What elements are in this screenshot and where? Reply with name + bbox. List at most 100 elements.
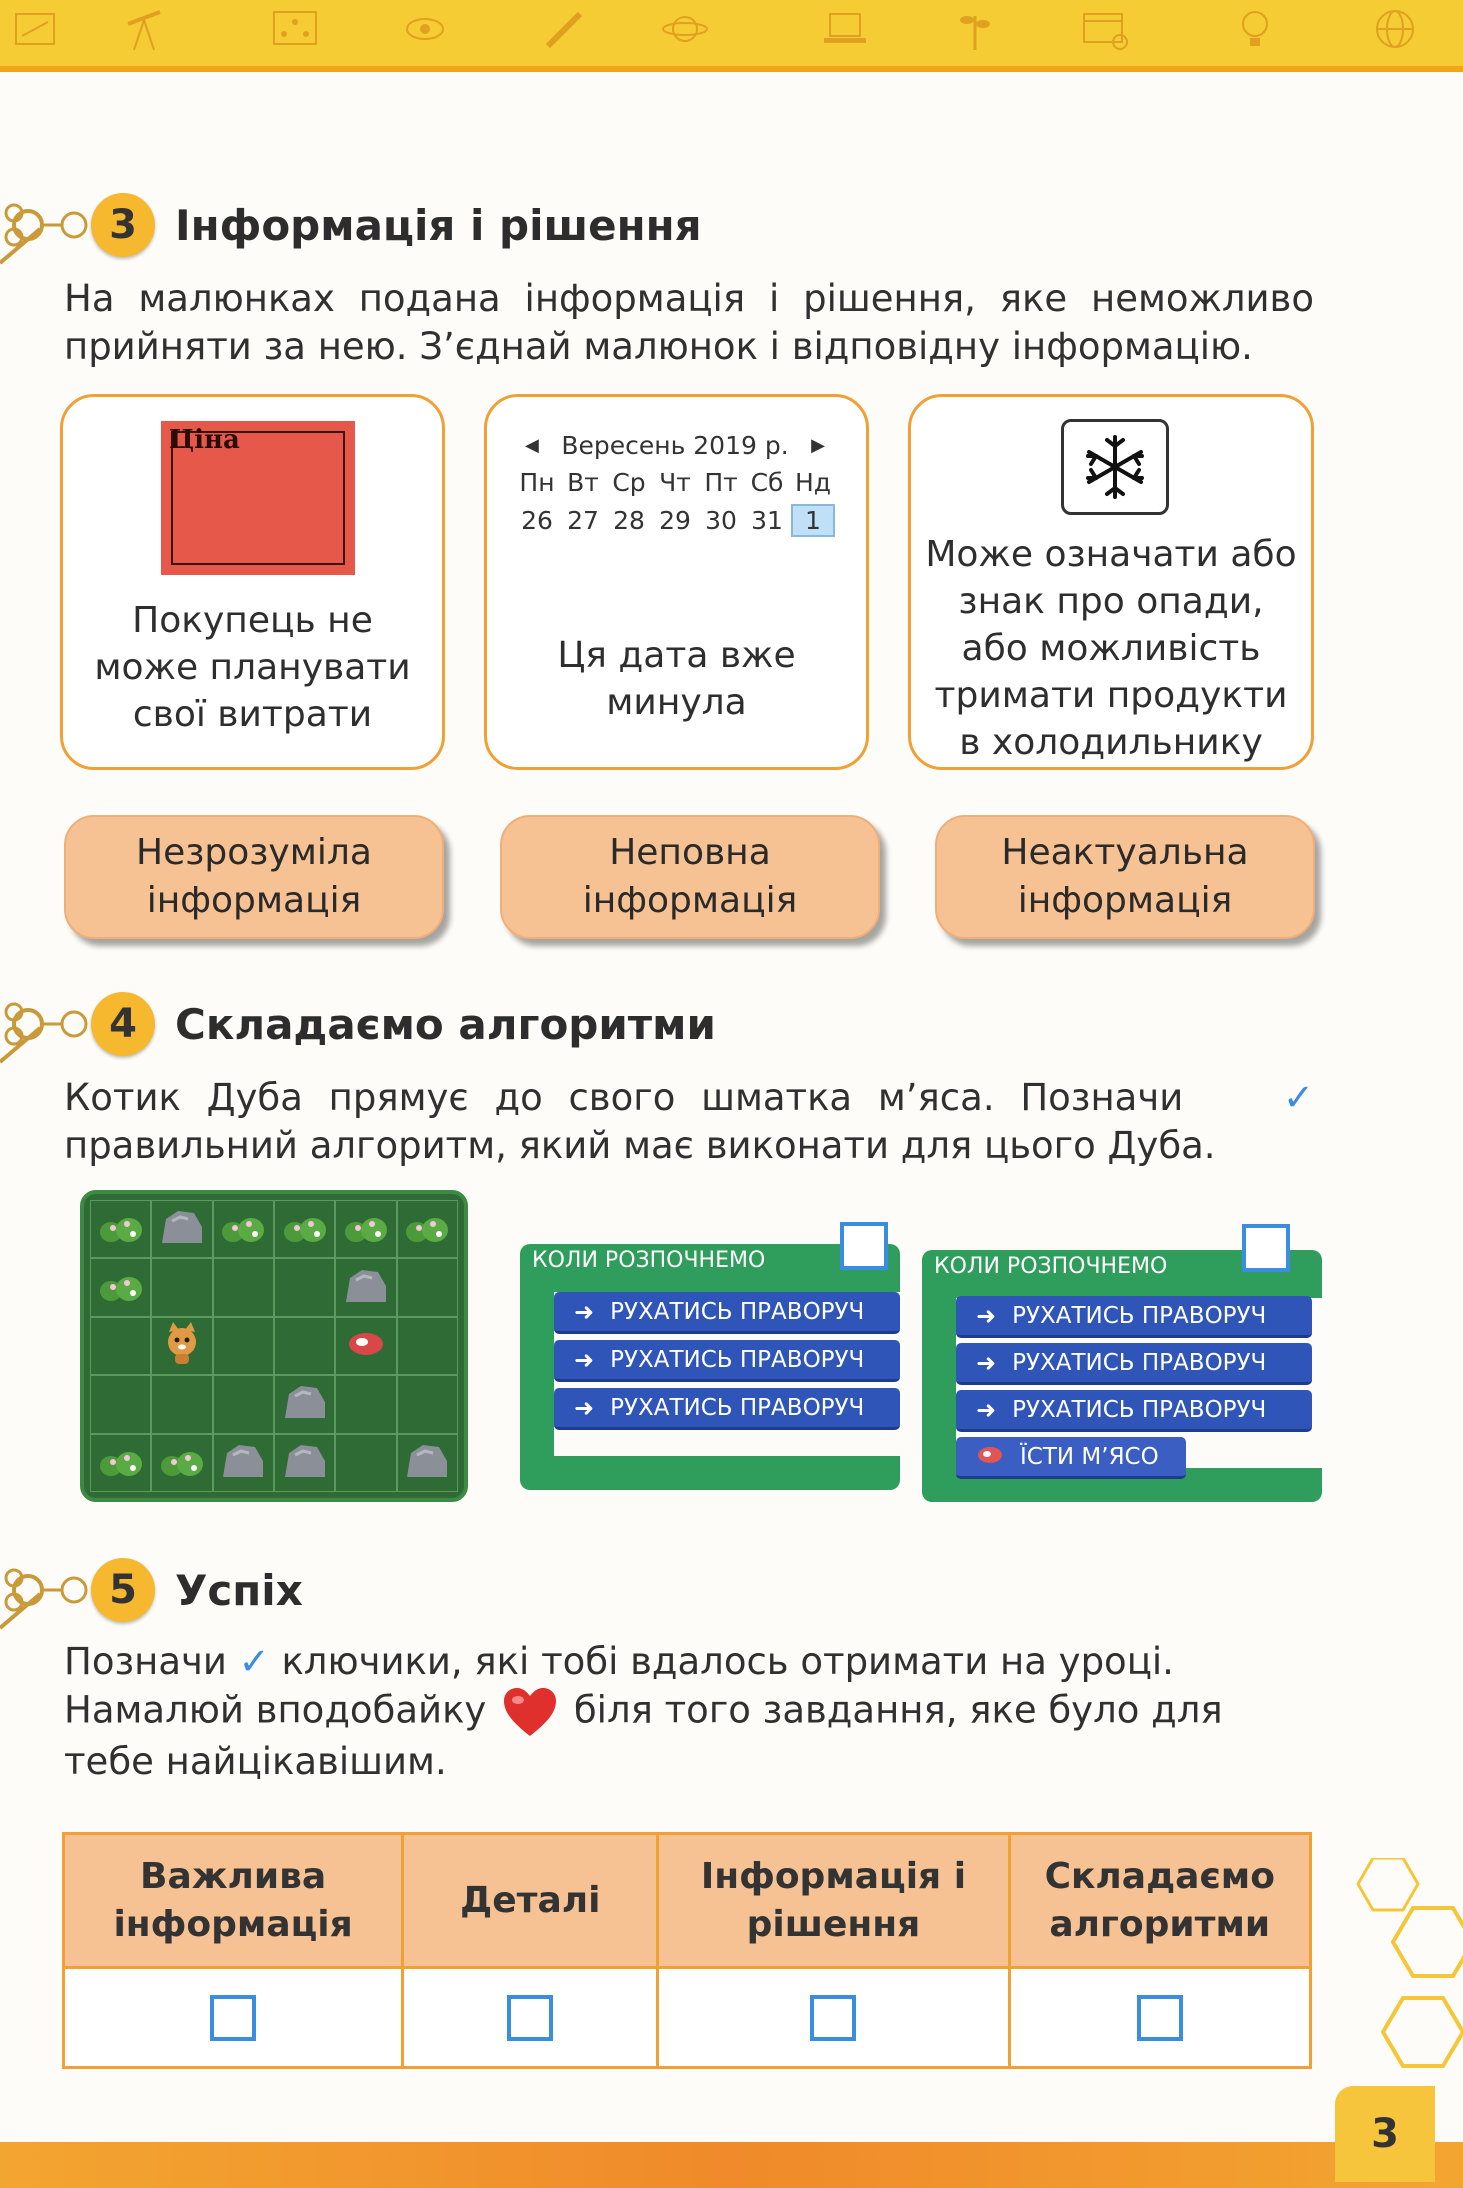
section-number-badge: 5	[91, 1558, 155, 1622]
price-tag-image: Ціна	[161, 421, 355, 575]
rock-icon	[158, 1207, 206, 1251]
next-month-icon: ▶	[811, 434, 825, 456]
section-4-instruction: Котик Дуба прямує до свого шматка м’яса.…	[64, 1076, 1314, 1167]
section-title: Інформація і рішення	[175, 200, 702, 250]
card-text: Покупець не може планувати свої витрати	[94, 600, 411, 735]
grid-cell	[335, 1316, 397, 1376]
bottom-banner	[0, 2142, 1463, 2188]
code-block-move-right: ➜РУХАТИСЬ ПРАВОРУЧ	[554, 1292, 900, 1334]
bush-icon	[160, 1444, 204, 1482]
program-option-1: КОЛИ РОЗПОЧНЕМО ➜РУХАТИСЬ ПРАВОРУЧ ➜РУХА…	[520, 1244, 910, 1490]
table-header: Інформація і рішення	[656, 1832, 1011, 1969]
checkmark-icon: ✓	[1282, 1076, 1314, 1119]
grid-cell	[151, 1258, 213, 1317]
grid-cell	[273, 1258, 336, 1317]
section-5-instruction: Позначи ✓ ключики, які тобі вдалось отри…	[64, 1640, 1223, 1783]
key-icon	[0, 203, 88, 265]
grid-cell	[335, 1375, 397, 1434]
section-title: Успіх	[175, 1565, 303, 1615]
type-button-unclear[interactable]: Незрозуміла інформація	[64, 815, 444, 939]
grid-cell	[396, 1433, 458, 1492]
info-card-calendar[interactable]: ◀ Вересень 2019 р. ▶ Пн Вт Ср Чт Пт Сб Н…	[484, 394, 869, 770]
grid-cell	[212, 1375, 274, 1434]
rock-icon	[281, 1441, 329, 1485]
planet-icon	[660, 4, 710, 54]
top-banner	[0, 0, 1463, 72]
program-1-checkbox[interactable]	[840, 1222, 888, 1270]
code-block-move-right: ➜РУХАТИСЬ ПРАВОРУЧ	[554, 1388, 900, 1430]
grid-cell	[396, 1316, 458, 1376]
bush-icon	[221, 1210, 265, 1248]
grid-cell	[151, 1316, 213, 1376]
code-block-move-right: ➜РУХАТИСЬ ПРАВОРУЧ	[554, 1340, 900, 1382]
bush-icon	[405, 1210, 449, 1248]
snowflake-icon	[1061, 419, 1169, 515]
arrow-right-icon: ➜	[976, 1395, 997, 1424]
section-5-header: 5 Успіх	[0, 1550, 303, 1630]
table-header: Складаємо алгоритми	[1007, 1832, 1313, 1969]
telescope-icon	[120, 4, 170, 54]
diagram-icon	[270, 4, 320, 54]
rock-icon	[342, 1266, 390, 1310]
info-card-snowflake[interactable]: Може означати або знак про опади, або мо…	[908, 394, 1314, 770]
calendar-month: Вересень 2019 р.	[561, 430, 789, 460]
rock-icon	[219, 1441, 267, 1485]
success-table: Важлива інформація Деталі Інформація і р…	[61, 1832, 1313, 2069]
table-header: Деталі	[401, 1832, 660, 1969]
grid-cell	[90, 1316, 152, 1376]
heart-icon	[504, 1688, 557, 1736]
key-checkbox-details[interactable]	[507, 1994, 554, 2041]
key-icon	[0, 1568, 88, 1630]
grid-cell	[335, 1200, 397, 1259]
grid-cell	[90, 1375, 152, 1434]
type-button-incomplete[interactable]: Неповна інформація	[500, 815, 880, 939]
calendar-weekdays: Пн Вт Ср Чт Пт Сб Нд	[519, 467, 832, 497]
key-checkbox-info-decision[interactable]	[810, 1994, 857, 2041]
key-checkbox-algorithms[interactable]	[1136, 1994, 1183, 2041]
section-4-header: 4 Складаємо алгоритми	[0, 984, 716, 1064]
program-start-block: КОЛИ РОЗПОЧНЕМО	[532, 1248, 766, 1273]
grid-cell	[335, 1258, 397, 1317]
arrow-right-icon: ➜	[574, 1297, 595, 1326]
arrow-right-icon: ➜	[976, 1348, 997, 1377]
table-header: Важлива інформація	[61, 1832, 405, 1969]
key-checkbox-important-info[interactable]	[210, 1994, 257, 2041]
key-icon	[0, 1002, 88, 1064]
page-number: 3	[1335, 2086, 1435, 2182]
bush-icon	[99, 1444, 143, 1482]
grid-cell	[212, 1258, 274, 1317]
grid-cell	[396, 1200, 458, 1259]
globe-icon	[1370, 4, 1420, 54]
grid-cell	[90, 1433, 152, 1492]
grid-cell	[151, 1433, 213, 1492]
grid-cell	[396, 1258, 458, 1317]
grid-cell	[273, 1433, 336, 1492]
code-block-move-right: ➜РУХАТИСЬ ПРАВОРУЧ	[956, 1343, 1312, 1385]
arrow-right-icon: ➜	[574, 1393, 595, 1422]
prev-month-icon: ◀	[525, 434, 539, 456]
grid-cell	[396, 1375, 458, 1434]
code-block-eat-meat: ЇСТИ М’ЯСО	[956, 1437, 1186, 1479]
checkmark-icon: ✓	[238, 1640, 270, 1683]
meat-icon	[976, 1443, 1004, 1471]
laptop-icon	[820, 4, 870, 54]
grid-cell	[212, 1200, 274, 1259]
grid-cell	[151, 1375, 213, 1434]
section-title: Складаємо алгоритми	[175, 999, 716, 1049]
info-card-price[interactable]: Ціна Покупець не може планувати свої вит…	[60, 394, 445, 770]
grid-cell	[151, 1200, 213, 1259]
type-button-outdated[interactable]: Неактуальна інформація	[935, 815, 1315, 939]
bush-icon	[344, 1210, 388, 1248]
price-label: Ціна	[169, 425, 240, 455]
rock-icon	[403, 1441, 451, 1485]
grid-cell	[273, 1200, 336, 1259]
calendar: ◀ Вересень 2019 р. ▶ Пн Вт Ср Чт Пт Сб Н…	[515, 427, 835, 539]
program-2-checkbox[interactable]	[1242, 1224, 1290, 1272]
section-number-badge: 4	[91, 992, 155, 1056]
plant-icon	[950, 4, 1000, 54]
grid-cell	[90, 1258, 152, 1317]
card-text: Може означати або знак про опади, або мо…	[925, 534, 1297, 763]
game-field	[80, 1190, 468, 1502]
program-option-2: КОЛИ РОЗПОЧНЕМО ➜РУХАТИСЬ ПРАВОРУЧ ➜РУХА…	[922, 1250, 1332, 1502]
rock-icon	[281, 1382, 329, 1426]
